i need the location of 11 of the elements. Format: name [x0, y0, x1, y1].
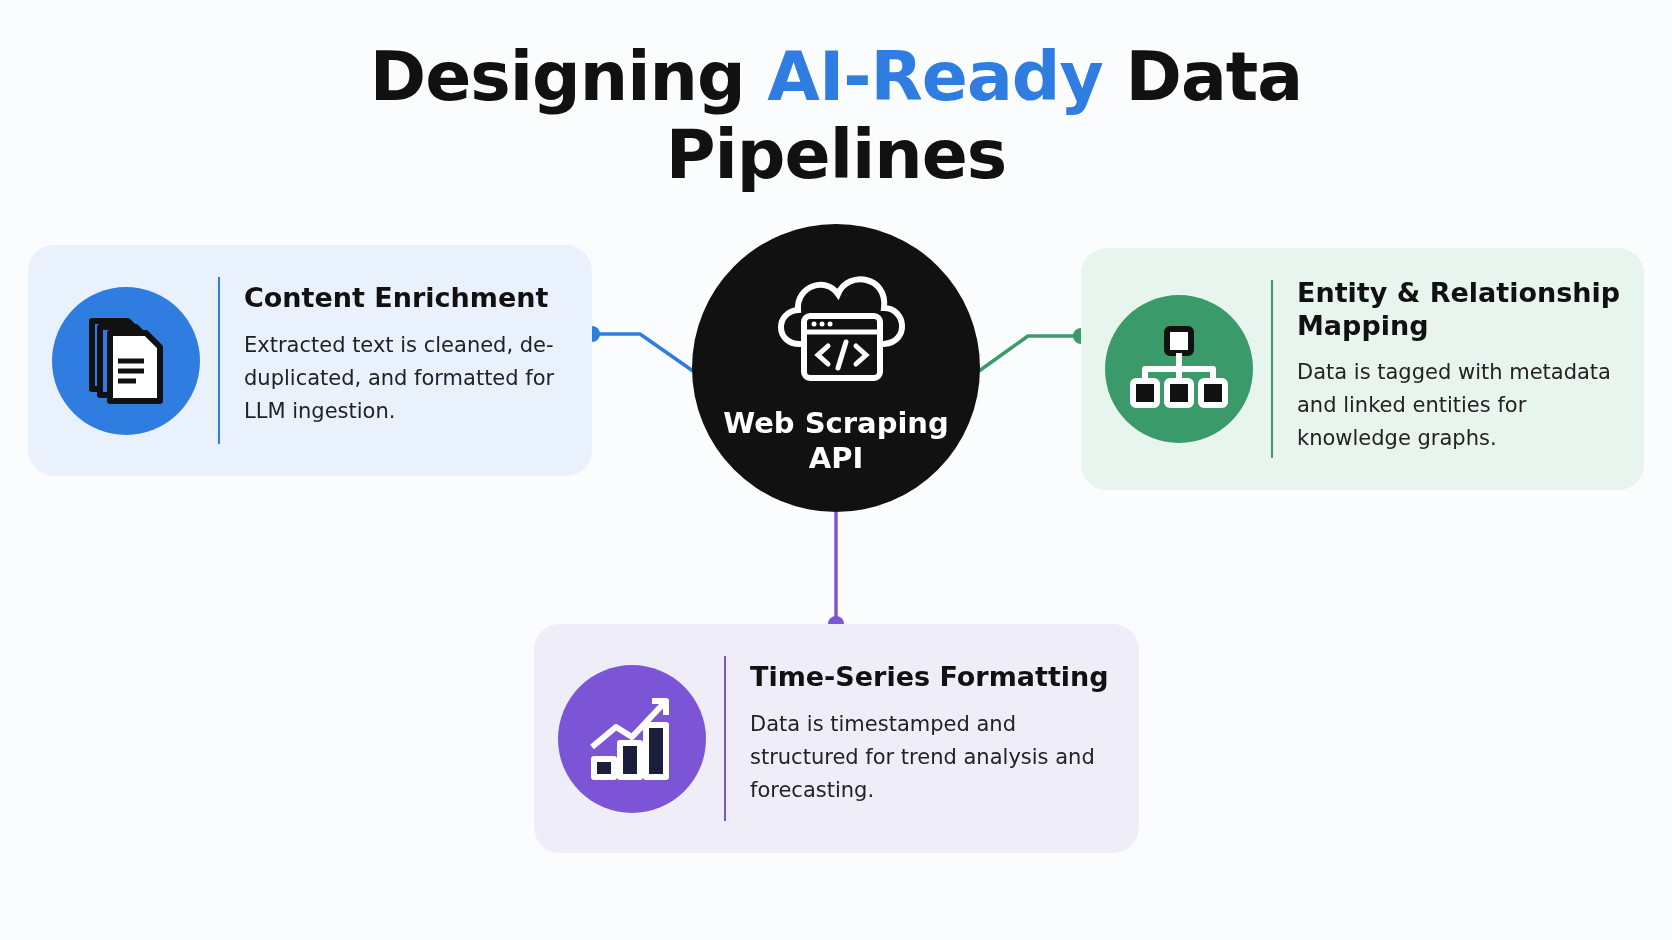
card-description: Data is tagged with metadata and linked entities for knowledge graphs.	[1297, 359, 1612, 452]
info-card	[534, 624, 1139, 853]
card-heading: Time-Series Formatting	[750, 660, 1110, 693]
card-description: Data is timestamped and structured for trend analysis and forecasting.	[750, 711, 1096, 804]
title: Designing AI-Ready Data Pipelines	[368, 38, 1304, 194]
hub-label: Web Scraping API	[722, 406, 950, 476]
card-description: Extracted text is cleaned, de-duplicated, and formatted for LLM ingestion.	[244, 332, 556, 425]
info-card	[28, 245, 592, 476]
card-heading: Entity & Relationship Mapping	[1297, 276, 1622, 342]
card-heading: Content Enrichment	[244, 281, 550, 314]
info-card	[1081, 248, 1644, 490]
